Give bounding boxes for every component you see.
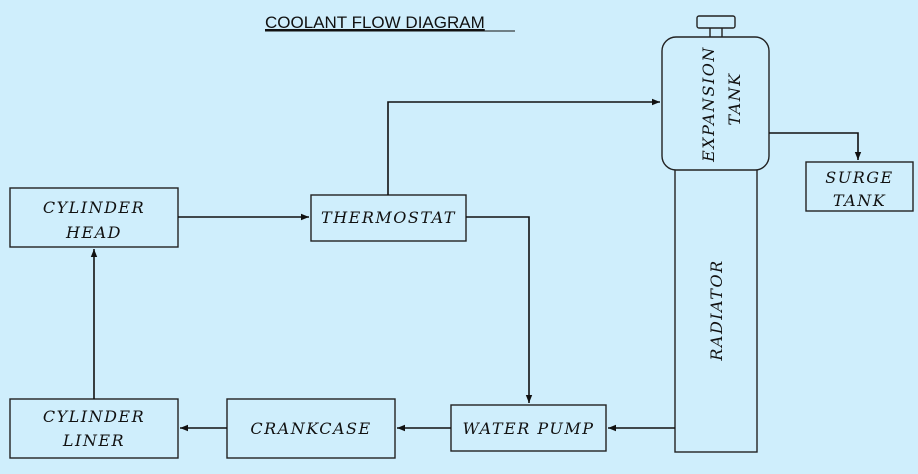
water-pump-label: WATER PUMP: [463, 419, 595, 438]
node-radiator: RADIATOR: [674, 167, 758, 453]
surge-tank-label-2: TANK: [833, 191, 886, 210]
surge-tank-box: [805, 161, 914, 212]
expansion-tank-label-2: TANK: [725, 72, 744, 125]
radiator-label: RADIATOR: [707, 259, 726, 361]
cylinder-head-label-1: CYLINDER: [43, 198, 145, 217]
node-crankcase: CRANKCASE: [226, 398, 396, 459]
node-water-pump: WATER PUMP: [450, 404, 607, 452]
arrow-thermostat-to-water-pump: [466, 216, 533, 403]
crankcase-box: [226, 398, 396, 459]
cylinder-head-label-2: HEAD: [65, 223, 122, 242]
expansion-tank-cap: [696, 15, 736, 29]
expansion-tank-label-1: EXPANSION: [699, 46, 718, 163]
arrow-expansion-tank-to-surge-tank: [769, 132, 862, 160]
expansion-tank-box: [661, 36, 770, 171]
cylinder-liner-label-2: LINER: [62, 431, 125, 450]
water-pump-box: [450, 404, 607, 452]
node-cylinder-liner: CYLINDER LINER: [9, 398, 179, 459]
thermostat-label: THERMOSTAT: [321, 208, 456, 227]
node-thermostat: THERMOSTAT: [310, 194, 467, 242]
node-expansion-tank: EXPANSION TANK: [661, 15, 770, 171]
diagram-title: COOLANT FLOW DIAGRAM: [265, 13, 485, 32]
crankcase-label: CRANKCASE: [250, 419, 371, 438]
thermostat-box: [310, 194, 467, 242]
node-surge-tank: SURGE TANK: [805, 161, 914, 212]
cylinder-liner-label-1: CYLINDER: [43, 407, 145, 426]
arrow-thermostat-to-expansion-tank: [387, 98, 660, 195]
cylinder-liner-box: [9, 398, 179, 459]
surge-tank-label-1: SURGE: [825, 168, 893, 187]
node-cylinder-head: CYLINDER HEAD: [9, 187, 179, 248]
